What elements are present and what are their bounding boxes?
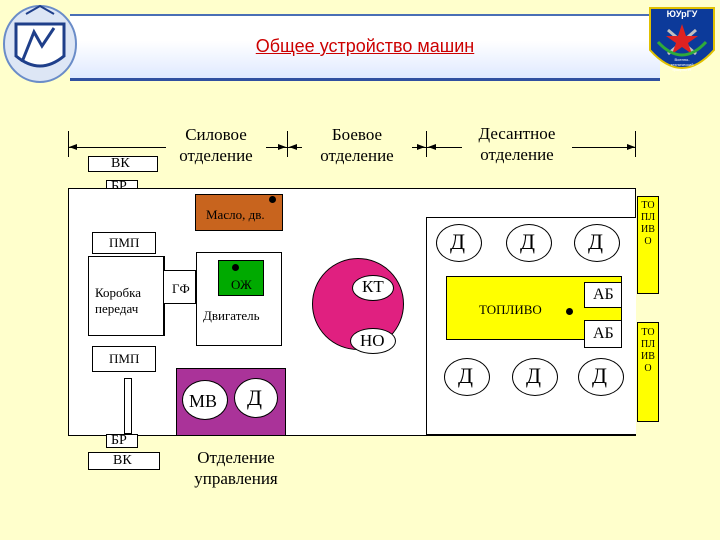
section-power-label: Силовое отделение xyxy=(166,124,266,166)
dimension-arrows xyxy=(69,144,635,150)
university-emblem-left xyxy=(2,2,78,84)
dimension-tick xyxy=(426,131,427,157)
dimension-tick xyxy=(68,131,69,157)
troop-seat: Д xyxy=(574,224,620,262)
oil-filler-dot xyxy=(269,196,276,203)
battery-bottom: АБ xyxy=(584,320,622,348)
dimension-tick xyxy=(287,131,288,157)
logo-right-caption: Военно-технический факультет xyxy=(670,57,694,72)
gunner-seat: НО xyxy=(350,328,396,354)
page-title: Общее устройство машин xyxy=(255,36,475,56)
logo-right-text: ЮУрГУ xyxy=(666,9,698,19)
driver-seat: Д xyxy=(234,378,278,418)
troop-seat: Д xyxy=(578,358,624,396)
commander-seat: КТ xyxy=(352,275,394,301)
coolant-filler-dot xyxy=(232,264,239,271)
battery-top: АБ xyxy=(584,282,622,308)
troop-seat: Д xyxy=(512,358,558,396)
mv-seat: МВ xyxy=(182,380,228,420)
section-troop-label: Десантное отделение xyxy=(462,123,572,165)
vk-bottom-box: ВК xyxy=(88,452,160,470)
gf-box: ГФ xyxy=(164,270,196,304)
drive-shaft xyxy=(124,378,132,434)
pmp-top-box: ПМП xyxy=(92,232,156,254)
side-fuel-tank-top: ТОПЛИВО xyxy=(637,196,659,294)
troop-seat: Д xyxy=(506,224,552,262)
pmp-bottom-box: ПМП xyxy=(92,346,156,372)
oil-tank: Масло, дв. xyxy=(195,194,283,231)
side-fuel-tank-bottom: ТОПЛИВО xyxy=(637,322,659,422)
br-bottom-box: БР xyxy=(106,433,138,448)
gearbox-box: Коробка передач xyxy=(88,256,164,336)
troop-seat: Д xyxy=(436,224,482,262)
dimension-tick xyxy=(635,131,636,157)
section-combat-label: Боевое отделение xyxy=(302,124,412,166)
university-emblem-right: ЮУрГУ Военно-технический факультет xyxy=(646,2,718,86)
header-bar: Общее устройство машин xyxy=(70,14,660,81)
coolant-box: ОЖ xyxy=(218,260,264,296)
troop-seat: Д xyxy=(444,358,490,396)
section-control-label: Отделение управления xyxy=(194,448,278,488)
fuel-filler-dot xyxy=(566,308,573,315)
vk-top-box: ВК xyxy=(88,156,158,172)
